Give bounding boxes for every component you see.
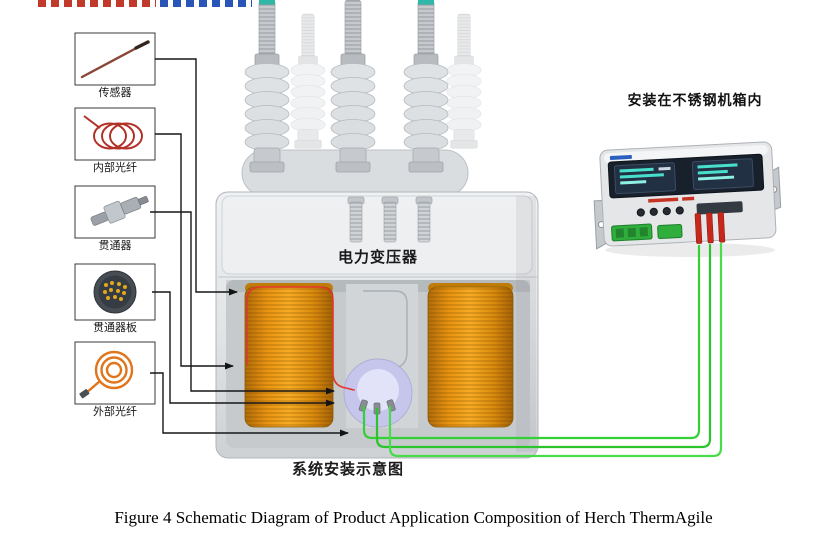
label-internal-fiber: 内部光纤 xyxy=(93,162,137,174)
device-red-label xyxy=(648,197,679,203)
fiber-port-3 xyxy=(717,211,726,243)
label-feedthrough-plate: 贯通器板 xyxy=(93,322,137,334)
external-fiber-coil-icon xyxy=(79,350,134,399)
component-box-feedthrough-plate xyxy=(74,263,156,321)
fiber-port-2 xyxy=(706,212,714,244)
label-power-transformer: 电力变压器 xyxy=(337,249,418,266)
device-terminal-block-2 xyxy=(657,223,683,240)
component-box-sensor xyxy=(74,32,156,86)
arrow-external-fiber-to-cables xyxy=(150,372,349,437)
rear-bushing-right xyxy=(446,13,482,149)
clipped-text-fragment-red xyxy=(38,0,156,7)
bushing-cap-teal-right xyxy=(418,0,434,5)
red-highlight-outline xyxy=(246,286,355,391)
fiber-cable-3 xyxy=(388,242,723,458)
figure-caption: Figure 4 Schematic Diagram of Product Ap… xyxy=(114,508,713,527)
winding-right xyxy=(427,283,514,428)
fiber-port-1 xyxy=(694,213,703,244)
bushing-cap-teal-left xyxy=(259,0,275,5)
arrow-sensor-to-winding xyxy=(155,58,238,296)
component-box-external-fiber xyxy=(74,341,156,405)
thermagile-monitor-device xyxy=(593,141,782,250)
temperature-sensor-probe-icon xyxy=(80,40,150,79)
bushing-right xyxy=(403,0,449,173)
internal-fiber-coil-icon xyxy=(83,115,143,150)
arrow-plate-to-plate xyxy=(152,291,335,407)
feedthrough-plate-on-tank xyxy=(343,358,413,428)
component-box-feedthrough xyxy=(74,185,156,239)
device-display-right xyxy=(691,158,754,191)
fiber-cable-1 xyxy=(362,244,701,440)
label-feedthrough: 贯通器 xyxy=(98,240,132,252)
feedthrough-connector-icon xyxy=(90,196,149,226)
label-stainless-enclosure: 安装在不锈钢机箱内 xyxy=(627,92,763,108)
label-external-fiber: 外部光纤 xyxy=(93,406,137,418)
lid-stud-2 xyxy=(381,196,399,243)
device-switch-panel xyxy=(696,201,743,215)
lid-stud-1 xyxy=(347,196,365,243)
device-display-left xyxy=(613,162,677,195)
bushing-middle xyxy=(330,0,376,173)
label-sensor: 传感器 xyxy=(98,87,132,99)
power-transformer-illustration xyxy=(215,0,539,459)
feedthrough-plate-icon xyxy=(93,270,137,314)
feedthrough-connector-stud-1 xyxy=(358,399,368,412)
device-logo xyxy=(609,154,632,160)
component-box-internal-fiber xyxy=(74,107,156,161)
connection-arrows xyxy=(150,58,349,437)
arrow-internal-fiber-to-winding xyxy=(155,133,234,370)
arrow-feedthrough-to-plate xyxy=(150,211,335,395)
rear-bushing-left xyxy=(290,13,326,149)
clipped-text-fragment-blue xyxy=(160,0,252,7)
fiber-cable-2 xyxy=(375,243,712,449)
device-buttons xyxy=(636,206,684,217)
gray-highlight-outline xyxy=(363,290,408,368)
winding-left xyxy=(244,283,334,428)
bushing-left xyxy=(244,0,290,173)
label-system-diagram: 系统安装示意图 xyxy=(291,461,404,478)
external-fiber-cables xyxy=(362,242,723,458)
tank-lid xyxy=(221,195,533,275)
lid-stud-3 xyxy=(415,196,433,243)
